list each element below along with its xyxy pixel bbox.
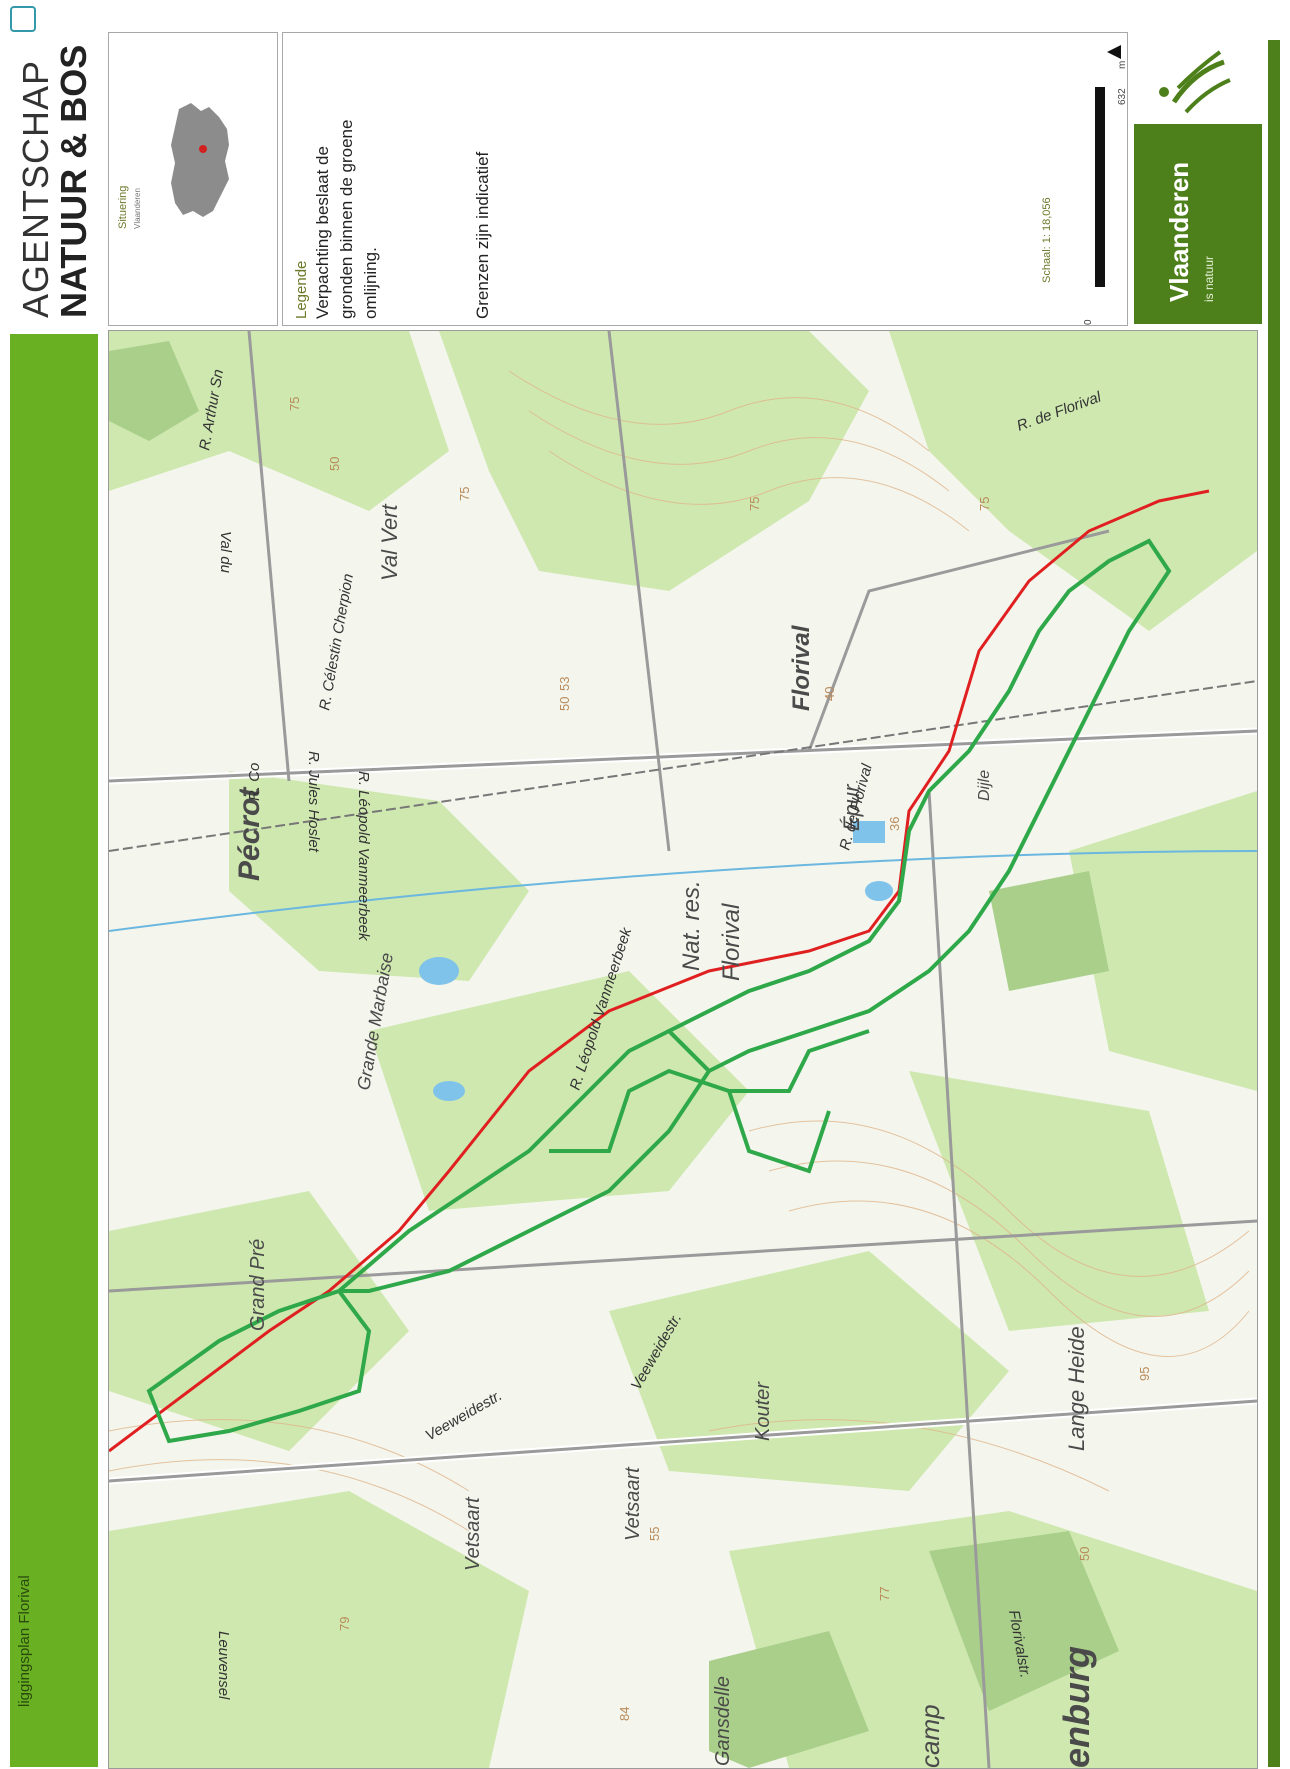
scale-bar [1095,87,1105,287]
height-36: 36 [887,817,902,831]
height-55: 55 [647,1527,662,1541]
label-r-jules: R. Jules Hoslet [305,751,322,853]
label-r-leopold-1: R. Léopold Vanmeerbeek [355,771,372,942]
label-nat-res-2: Florival [718,903,745,981]
lion-logo-icon [1159,50,1231,114]
legend-line2: gronden binnen de groene [337,119,356,319]
locator-dot [199,145,207,153]
plan-title: liggingsplan Florival [16,1575,33,1707]
height-75b: 75 [457,487,472,501]
height-50b: 50 [557,697,572,711]
label-epur: Épur [839,783,864,831]
label-florival: Florival [788,624,815,711]
railway [109,680,1257,852]
scale-label: Schaal: 1: 18,056 [1041,197,1053,283]
agency-line2: NATUUR & BOS [53,44,94,318]
river-dijle [109,850,1257,932]
height-labels: 75 75 75 75 50 50 50 55 77 84 79 40 36 9… [287,397,1152,1721]
height-75d: 75 [977,497,992,511]
legend-panel: Legende Verpachting beslaat de gronden b… [282,32,1128,326]
right-stripe [1268,40,1280,1767]
label-vetsaart-1: Vetsaart [462,1496,484,1571]
label-gansdelle: Gansdelle [712,1676,734,1766]
title-bar: liggingsplan Florival [10,334,98,1767]
label-dijle: Dijle [976,770,993,801]
height-50c: 50 [1077,1547,1092,1561]
label-vetsaart-2: Vetsaart [622,1466,644,1541]
forest-areas [109,331,1257,1768]
label-r-co: R. Co [246,763,263,801]
height-79: 79 [337,1617,352,1631]
label-enburg: enburg [1056,1646,1097,1768]
north-arrow-icon [1107,45,1121,59]
scale-end: 632 [1117,88,1128,105]
height-95: 95 [1137,1367,1152,1381]
legend-note: Grenzen zijn indicatief [473,151,492,319]
scale-start: 0 [1083,319,1094,325]
map-canvas[interactable]: Pécrot Val Vert Florival Épur Grand Pré … [109,331,1257,1768]
height-53: 53 [557,677,572,691]
legend-title: Legende [293,260,310,319]
label-r-celestin: R. Célestin Cherpion [316,572,357,711]
water-bodies [419,821,893,1101]
green-parcel-outlines [146,538,1172,1444]
scale-unit: m [1117,60,1128,69]
height-84: 84 [617,1707,632,1721]
logo-sub: is natuur [1202,255,1216,302]
logo-name: Vlaanderen [1164,161,1194,302]
label-grand-pre: Grand Pré [247,1239,269,1331]
topographic-map[interactable]: Pécrot Val Vert Florival Épur Grand Pré … [108,330,1258,1769]
scan-icon [10,6,36,32]
label-leuvensel: Leuvensel [215,1631,232,1700]
label-kouter: Kouter [752,1381,774,1441]
height-40: 40 [822,687,837,701]
roads [109,331,1257,1768]
label-camp: camp [915,1704,945,1768]
height-50a: 50 [327,457,342,471]
label-val-du: Val du [217,531,234,574]
height-75a: 75 [287,397,302,411]
legend-line1: Verpachting beslaat de [313,146,332,319]
legend-line3: omlijning. [361,247,380,319]
agency-line1: AGENTSCHAP [15,59,56,318]
label-val-vert: Val Vert [377,503,402,581]
height-77: 77 [877,1587,892,1601]
red-boundary [109,489,1210,1453]
label-nat-res: Nat. res. [678,880,705,971]
agency-title: AGENTSCHAP NATUUR & BOS [8,6,102,326]
height-75c: 75 [747,497,762,511]
label-pecrot: Pécrot [233,786,266,881]
label-lange-heide: Lange Heide [1064,1326,1089,1451]
vlaanderen-logo: Vlaanderen is natuur [1134,32,1262,324]
situering-panel: Situering Vlaanderen [108,32,278,326]
label-veeweide-1: Veeweidestr. [423,1387,506,1445]
flanders-locator-map [171,103,229,217]
